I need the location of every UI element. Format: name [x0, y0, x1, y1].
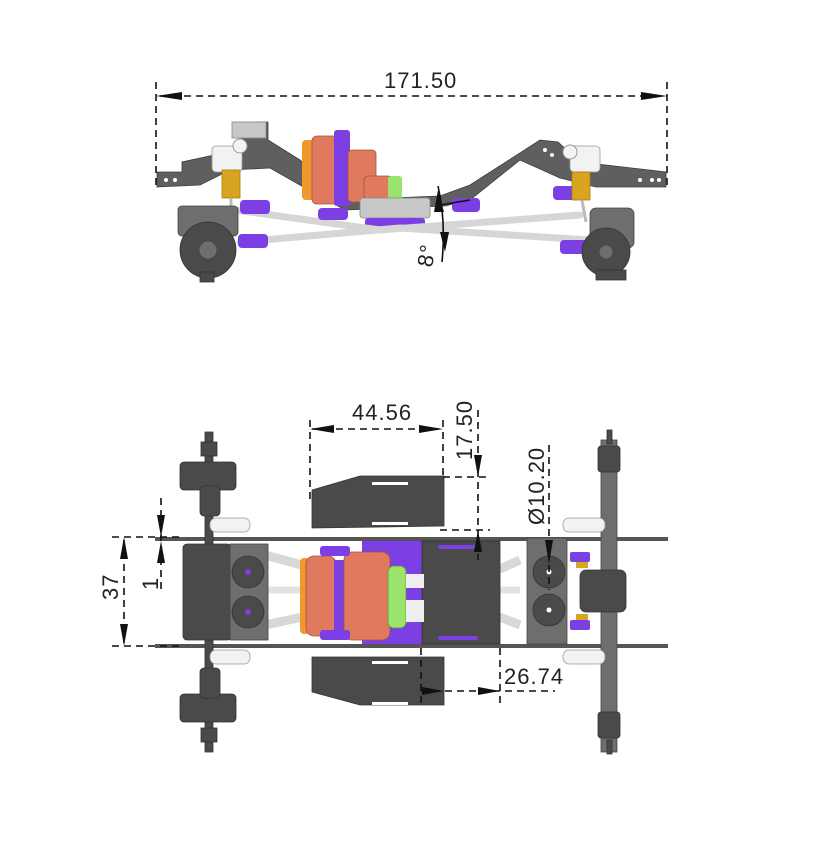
rear-axle-top: [526, 429, 627, 755]
skid-plate-upper: [311, 475, 445, 529]
dimension-skid-width: 44.56: [309, 400, 444, 500]
dimension-rail-thickness: 1: [138, 498, 165, 590]
front-axle-side: [177, 205, 239, 283]
overall-length-label: 171.50: [384, 68, 457, 93]
dimension-overall-length: 171.50: [155, 68, 668, 190]
top-view: 44.56 17.50 Ø10.20 37: [98, 400, 668, 755]
dimension-frame-width: 37: [98, 536, 180, 647]
rear-axle-side: [581, 207, 635, 281]
skid-plate-lower: [311, 656, 445, 706]
skid-width-label: 44.56: [352, 400, 412, 425]
frame-width-label: 37: [98, 574, 123, 600]
rear-offset-label: 26.74: [504, 664, 564, 689]
frame-rail: [156, 121, 667, 211]
transmission-top: [300, 540, 501, 645]
angle-label: 8°: [412, 242, 441, 269]
rail-thickness-label: 1: [138, 577, 163, 590]
frame-rail-top: [155, 537, 668, 541]
front-axle-top: [179, 431, 269, 753]
dimension-skid-offset: 17.50: [440, 400, 490, 560]
dimension-link-diameter: Ø10.20: [524, 445, 553, 590]
rear-shock: [562, 144, 601, 223]
skid-plate-side: [359, 197, 431, 219]
dimension-angle: 8°: [412, 185, 471, 269]
frame-rail-bottom: [155, 644, 668, 648]
skid-offset-label: 17.50: [452, 400, 477, 460]
side-view: 171.50: [155, 68, 668, 283]
front-shock: [211, 138, 248, 212]
dimension-rear-offset: 26.74: [420, 648, 564, 705]
link-diameter-label: Ø10.20: [524, 447, 549, 525]
